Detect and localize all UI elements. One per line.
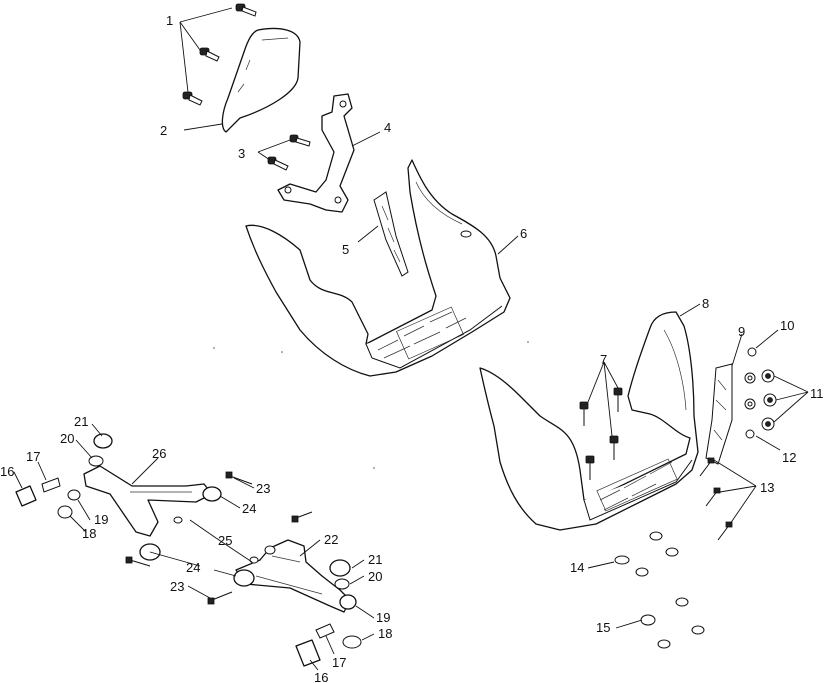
part-decal-left: [373, 191, 409, 277]
callout-26: 26: [152, 446, 166, 461]
callout-19-right: 19: [376, 610, 390, 625]
part-footwell-left: [245, 159, 511, 377]
callout-14: 14: [570, 560, 584, 575]
callout-18-left: 18: [82, 526, 96, 541]
callout-16-right: 16: [314, 670, 328, 683]
part-screws-13: [699, 457, 733, 541]
part-splash-shield: [221, 27, 301, 133]
leader-lines: [13, 7, 809, 671]
callout-labels: 1 2 3 4 5 6 7 8 9 10 11 12 13 14 15 21 2…: [0, 13, 824, 683]
callout-19-left: 19: [94, 512, 108, 527]
callout-24-upper: 24: [242, 501, 256, 516]
callout-16-left: 16: [0, 464, 14, 479]
callout-13: 13: [760, 480, 774, 495]
callout-23-lower: 23: [170, 579, 184, 594]
callout-18-right: 18: [378, 626, 392, 641]
callout-24-lower: 24: [186, 560, 200, 575]
part-footwell-right: [479, 311, 699, 531]
part-fasteners-right: [744, 347, 777, 439]
callout-5: 5: [342, 242, 349, 257]
callout-11: 11: [810, 386, 824, 401]
callout-23-upper: 23: [256, 481, 270, 496]
callout-17-right: 17: [332, 655, 346, 670]
part-mount-bracket: [277, 93, 355, 213]
part-screws-upper: [182, 3, 257, 106]
part-bushings-right: [295, 559, 362, 667]
callout-7: 7: [600, 352, 607, 367]
callout-22: 22: [324, 532, 338, 547]
part-clips: [614, 531, 705, 649]
callout-9: 9: [738, 324, 745, 339]
callout-17-left: 17: [26, 449, 40, 464]
callout-6: 6: [520, 226, 527, 241]
callout-3: 3: [238, 146, 245, 161]
callout-8: 8: [702, 296, 709, 311]
callout-1: 1: [166, 13, 173, 28]
part-screws-footwell: [579, 387, 623, 480]
callout-21-right: 21: [368, 552, 382, 567]
part-bar-26: [83, 465, 213, 537]
part-decal-right: [705, 363, 733, 465]
callout-21-left: 21: [74, 414, 88, 429]
callout-10: 10: [780, 318, 794, 333]
scan-dots: [213, 341, 529, 469]
callout-25: 25: [218, 533, 232, 548]
callout-20-right: 20: [368, 569, 382, 584]
callout-20-left: 20: [60, 431, 74, 446]
part-bushings-left: [15, 433, 276, 587]
callout-15: 15: [596, 620, 610, 635]
part-bolts-23-24: [125, 471, 313, 605]
part-screws-bracket: [267, 134, 311, 171]
callout-4: 4: [384, 120, 391, 135]
callout-2: 2: [160, 123, 167, 138]
callout-12: 12: [782, 450, 796, 465]
